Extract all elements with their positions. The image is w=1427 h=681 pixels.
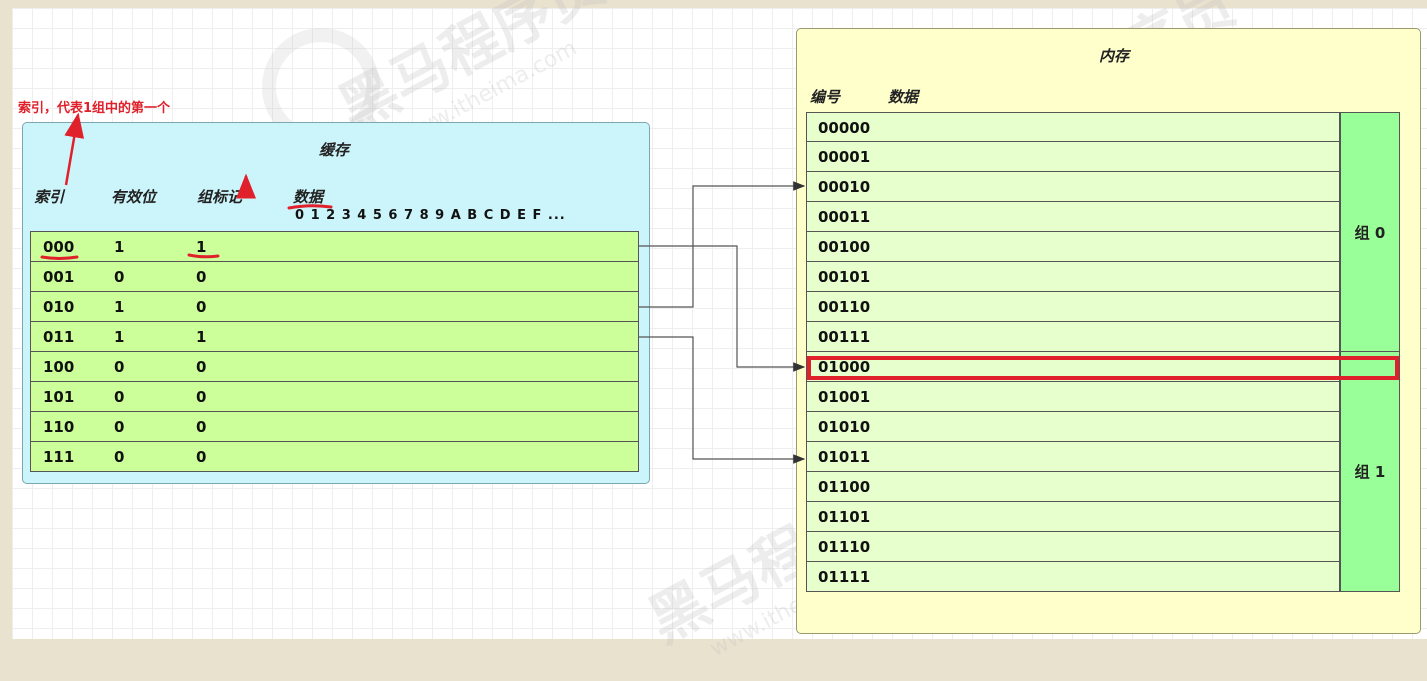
memory-group-0: 组 0	[1340, 112, 1400, 352]
memory-row: 01011	[806, 442, 1340, 472]
cache-row-valid: 0	[114, 358, 125, 376]
cache-row-tag: 0	[196, 268, 207, 286]
cache-row: 001 0 0	[30, 262, 639, 292]
underline-index-000	[40, 255, 79, 260]
cache-row-index: 100	[43, 358, 75, 376]
memory-row: 00111	[806, 322, 1340, 352]
cache-row-index: 000	[43, 238, 75, 256]
underline-tag-1	[187, 253, 220, 259]
cache-header-index: 索引	[34, 188, 65, 206]
cache-row: 111 0 0	[30, 442, 639, 472]
index-annotation: 索引，代表1组中的第一个	[18, 101, 171, 116]
underline-data-header	[287, 204, 333, 210]
memory-row: 00000	[806, 112, 1340, 142]
connector-row-011	[639, 336, 806, 464]
cache-row-index: 011	[43, 328, 75, 346]
memory-group-1: 组 1	[1340, 352, 1400, 592]
cache-row-index: 110	[43, 418, 75, 436]
memory-row: 00100	[806, 232, 1340, 262]
memory-row-address: 01011	[818, 448, 871, 466]
memory-row-address: 01000	[818, 358, 871, 376]
cache-row-index: 111	[43, 448, 75, 466]
memory-row-address: 01100	[818, 478, 871, 496]
memory-row: 00010	[806, 172, 1340, 202]
connector-row-010	[639, 181, 806, 308]
cache-row: 100 0 0	[30, 352, 639, 382]
memory-row-address: 00110	[818, 298, 871, 316]
highlighted-memory-row	[807, 356, 1399, 380]
cache-row-tag: 1	[196, 328, 207, 346]
connector-row-000	[639, 245, 806, 372]
cache-row: 000 1 1	[30, 231, 639, 262]
cache-header-valid: 有效位	[111, 188, 157, 206]
cache-row-index: 001	[43, 268, 75, 286]
memory-header-number: 编号	[810, 88, 841, 106]
cache-row-index: 010	[43, 298, 75, 316]
cache-row: 011 1 1	[30, 322, 639, 352]
cache-row-valid: 1	[114, 298, 125, 316]
memory-row-address: 00100	[818, 238, 871, 256]
memory-row: 01111	[806, 562, 1340, 592]
cache-row-valid: 1	[114, 328, 125, 346]
index-annotation-arrow	[64, 112, 85, 186]
memory-row: 01001	[806, 382, 1340, 412]
cache-row-valid: 0	[114, 448, 125, 466]
cache-row: 110 0 0	[30, 412, 639, 442]
memory-row: 01110	[806, 532, 1340, 562]
cache-row-index: 101	[43, 388, 75, 406]
memory-row-address: 00101	[818, 268, 871, 286]
memory-row-address: 00001	[818, 148, 871, 166]
memory-title: 内存	[1099, 47, 1130, 65]
memory-row-address: 00000	[818, 119, 871, 137]
cache-row-tag: 0	[196, 358, 207, 376]
cache-row-tag: 0	[196, 388, 207, 406]
cache-row-valid: 0	[114, 268, 125, 286]
memory-row: 00110	[806, 292, 1340, 322]
cache-header-tag: 组标记	[197, 188, 243, 206]
memory-row-address: 00111	[818, 328, 871, 346]
memory-row-address: 00010	[818, 178, 871, 196]
cache-row: 101 0 0	[30, 382, 639, 412]
memory-group-1-label: 组 1	[1354, 463, 1386, 481]
memory-row: 01010	[806, 412, 1340, 442]
memory-header-data: 数据	[888, 88, 919, 106]
memory-row-address: 00011	[818, 208, 871, 226]
cache-row-tag: 0	[196, 298, 207, 316]
cache-header-data: 数据	[293, 188, 324, 206]
memory-row-address: 01101	[818, 508, 871, 526]
cache-title: 缓存	[319, 141, 350, 159]
cache-row-valid: 1	[114, 238, 125, 256]
memory-row-address: 01010	[818, 418, 871, 436]
memory-row: 01101	[806, 502, 1340, 532]
cache-row-valid: 0	[114, 388, 125, 406]
memory-row: 00001	[806, 142, 1340, 172]
memory-row-address: 01001	[818, 388, 871, 406]
memory-row: 01100	[806, 472, 1340, 502]
cache-byte-labels: 0 1 2 3 4 5 6 7 8 9 A B C D E F ...	[295, 208, 566, 223]
memory-row: 00101	[806, 262, 1340, 292]
cache-row-tag: 0	[196, 448, 207, 466]
memory-row-address: 01110	[818, 538, 871, 556]
cache-row-valid: 0	[114, 418, 125, 436]
cache-row-tag: 0	[196, 418, 207, 436]
connector-overlay	[40, 112, 806, 464]
cache-row-tag: 1	[196, 238, 207, 256]
memory-row: 00011	[806, 202, 1340, 232]
memory-group-0-label: 组 0	[1354, 223, 1386, 242]
memory-row-address: 01111	[818, 568, 871, 586]
